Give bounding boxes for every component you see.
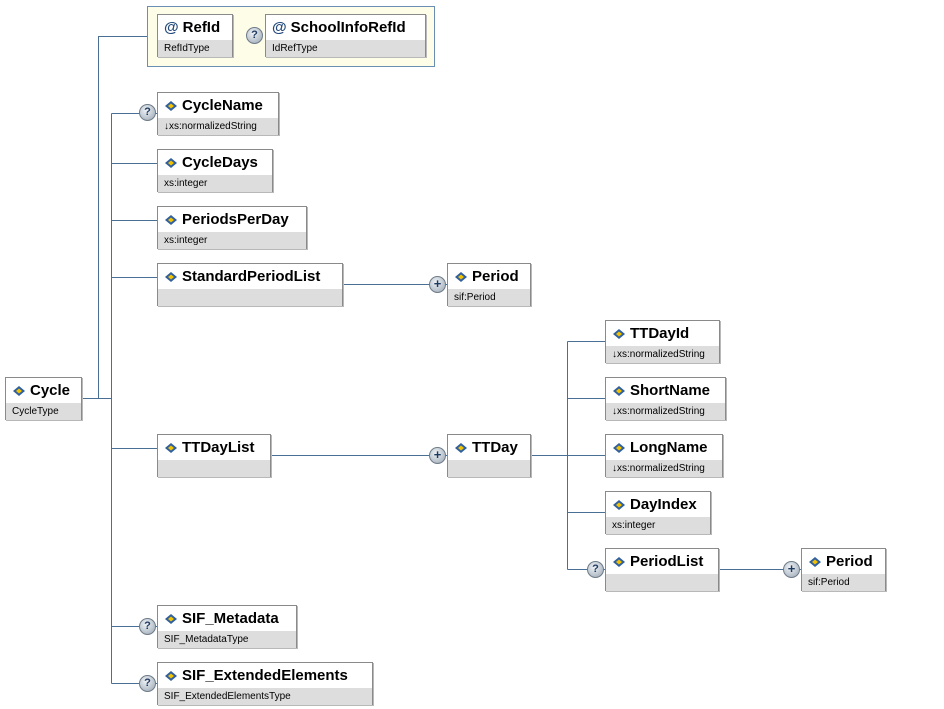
element-icon bbox=[13, 385, 25, 396]
element-type bbox=[448, 460, 530, 477]
element-type: CycleType bbox=[6, 403, 81, 420]
sequence-expand-icon[interactable]: + bbox=[429, 447, 446, 464]
attribute-name: SchoolInfoRefId bbox=[290, 19, 406, 36]
element-name: Period bbox=[826, 553, 873, 570]
element-type: ↓xs:normalizedString bbox=[158, 118, 278, 135]
element-dayindex[interactable]: DayIndex xs:integer bbox=[605, 491, 711, 534]
optional-icon: ? bbox=[139, 104, 156, 121]
element-name: CycleDays bbox=[182, 154, 258, 171]
element-period[interactable]: Period sif:Period bbox=[801, 548, 886, 591]
element-icon bbox=[165, 157, 177, 168]
element-icon bbox=[165, 670, 177, 681]
element-name: StandardPeriodList bbox=[182, 268, 321, 285]
attribute-name: RefId bbox=[182, 19, 221, 36]
element-icon bbox=[809, 556, 821, 567]
element-icon bbox=[613, 385, 625, 396]
attribute-icon: @ bbox=[164, 19, 179, 36]
element-icon bbox=[165, 100, 177, 111]
optional-icon: ? bbox=[246, 27, 263, 44]
element-periodsperday[interactable]: PeriodsPerDay xs:integer bbox=[157, 206, 307, 249]
element-name: SIF_Metadata bbox=[182, 610, 279, 627]
element-name: DayIndex bbox=[630, 496, 697, 513]
element-shortname[interactable]: ShortName ↓xs:normalizedString bbox=[605, 377, 726, 420]
element-type bbox=[158, 289, 342, 306]
element-name: LongName bbox=[630, 439, 708, 456]
element-icon bbox=[165, 214, 177, 225]
element-type: xs:integer bbox=[606, 517, 710, 534]
sequence-expand-icon[interactable]: + bbox=[429, 276, 446, 293]
element-name: Period bbox=[472, 268, 519, 285]
element-name: ShortName bbox=[630, 382, 711, 399]
optional-icon: ? bbox=[139, 618, 156, 635]
attribute-icon: @ bbox=[272, 19, 287, 36]
element-type: sif:Period bbox=[802, 574, 885, 591]
attribute-refid[interactable]: @RefId RefIdType bbox=[157, 14, 233, 57]
element-name: Cycle bbox=[30, 382, 71, 399]
element-type: sif:Period bbox=[448, 289, 530, 306]
element-cycledays[interactable]: CycleDays xs:integer bbox=[157, 149, 273, 192]
element-type: SIF_ExtendedElementsType bbox=[158, 688, 372, 705]
element-icon bbox=[455, 442, 467, 453]
element-name: PeriodList bbox=[630, 553, 704, 570]
element-icon bbox=[613, 556, 625, 567]
element-cyclename[interactable]: CycleName ↓xs:normalizedString bbox=[157, 92, 279, 135]
attribute-schoolinforefid[interactable]: @SchoolInfoRefId IdRefType bbox=[265, 14, 426, 57]
element-name: CycleName bbox=[182, 97, 263, 114]
element-icon bbox=[455, 271, 467, 282]
element-type bbox=[606, 574, 718, 591]
element-ttdayid[interactable]: TTDayId ↓xs:normalizedString bbox=[605, 320, 720, 363]
element-name: TTDayId bbox=[630, 325, 690, 342]
element-cycle[interactable]: Cycle CycleType bbox=[5, 377, 82, 420]
element-icon bbox=[613, 499, 625, 510]
element-type: xs:integer bbox=[158, 175, 272, 192]
element-periodlist[interactable]: PeriodList bbox=[605, 548, 719, 591]
element-type: ↓xs:normalizedString bbox=[606, 346, 719, 363]
element-icon bbox=[165, 613, 177, 624]
attribute-type: IdRefType bbox=[266, 40, 425, 57]
element-type: SIF_MetadataType bbox=[158, 631, 296, 648]
optional-icon: ? bbox=[139, 675, 156, 692]
element-type: ↓xs:normalizedString bbox=[606, 460, 722, 477]
element-icon bbox=[613, 442, 625, 453]
element-name: TTDay bbox=[472, 439, 518, 456]
attribute-type: RefIdType bbox=[158, 40, 232, 57]
element-name: TTDayList bbox=[182, 439, 255, 456]
element-sif-extendedelements[interactable]: SIF_ExtendedElements SIF_ExtendedElement… bbox=[157, 662, 373, 705]
element-period[interactable]: Period sif:Period bbox=[447, 263, 531, 306]
element-type bbox=[158, 460, 270, 477]
element-standardperiodlist[interactable]: StandardPeriodList bbox=[157, 263, 343, 306]
element-sif-metadata[interactable]: SIF_Metadata SIF_MetadataType bbox=[157, 605, 297, 648]
element-name: PeriodsPerDay bbox=[182, 211, 289, 228]
sequence-expand-icon[interactable]: + bbox=[783, 561, 800, 578]
element-icon bbox=[165, 271, 177, 282]
element-ttday[interactable]: TTDay bbox=[447, 434, 531, 477]
optional-icon: ? bbox=[587, 561, 604, 578]
element-longname[interactable]: LongName ↓xs:normalizedString bbox=[605, 434, 723, 477]
element-icon bbox=[613, 328, 625, 339]
element-name: SIF_ExtendedElements bbox=[182, 667, 348, 684]
element-ttdaylist[interactable]: TTDayList bbox=[157, 434, 271, 477]
element-type: ↓xs:normalizedString bbox=[606, 403, 725, 420]
element-icon bbox=[165, 442, 177, 453]
element-type: xs:integer bbox=[158, 232, 306, 249]
